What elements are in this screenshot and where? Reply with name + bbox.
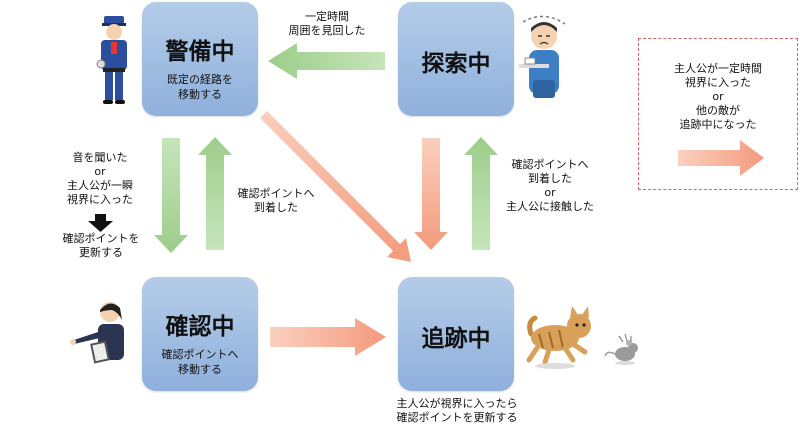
arrow-search-to-guard bbox=[268, 43, 385, 79]
state-search: 探索中 bbox=[398, 2, 514, 116]
cat-chasing-mouse-icon bbox=[526, 306, 638, 369]
state-guard: 警備中 既定の経路を 移動する bbox=[142, 2, 258, 116]
label-chase-to-search: 確認ポイントへ 到着した or 主人公に接触した bbox=[506, 158, 594, 213]
state-guard-title: 警備中 bbox=[165, 39, 235, 65]
label-guard-to-confirm-extra: 確認ポイントを 更新する bbox=[62, 232, 140, 259]
label-guard-to-confirm: 音を聞いた or 主人公が一瞬 視界に入った bbox=[67, 151, 133, 206]
arrow-search-to-chase bbox=[414, 138, 448, 250]
pointing-person-icon bbox=[70, 302, 124, 364]
arrow-chase-to-search bbox=[464, 137, 498, 250]
label-confirm-to-guard: 確認ポイントへ 到着した bbox=[237, 187, 315, 214]
arrow-guard-to-confirm bbox=[154, 138, 188, 253]
legend-box bbox=[638, 38, 798, 190]
tired-person-icon bbox=[519, 15, 566, 98]
state-guard-desc: 既定の経路を 移動する bbox=[167, 73, 233, 101]
legend-text: 主人公が一定時間 視界に入った or 他の敵が 追跡中になった bbox=[674, 62, 762, 131]
label-search-to-guard: 一定時間 周囲を見回した bbox=[288, 10, 366, 37]
arrow-confirm-to-guard bbox=[198, 137, 232, 250]
small-down-arrow bbox=[88, 214, 113, 232]
arrow-confirm-to-chase bbox=[270, 318, 386, 356]
state-chase-title: 追跡中 bbox=[421, 326, 491, 352]
legend-arrow bbox=[678, 140, 764, 176]
guard-person-icon bbox=[96, 16, 127, 104]
state-chase: 追跡中 bbox=[398, 277, 514, 391]
state-confirm: 確認中 確認ポイントへ 移動する bbox=[142, 277, 258, 391]
state-confirm-title: 確認中 bbox=[165, 314, 235, 340]
arrow-guard-to-chase bbox=[254, 111, 411, 262]
state-search-title: 探索中 bbox=[421, 51, 491, 77]
state-confirm-desc: 確認ポイントへ 移動する bbox=[161, 348, 239, 376]
label-chase-note: 主人公が視界に入ったら 確認ポイントを更新する bbox=[396, 397, 518, 424]
